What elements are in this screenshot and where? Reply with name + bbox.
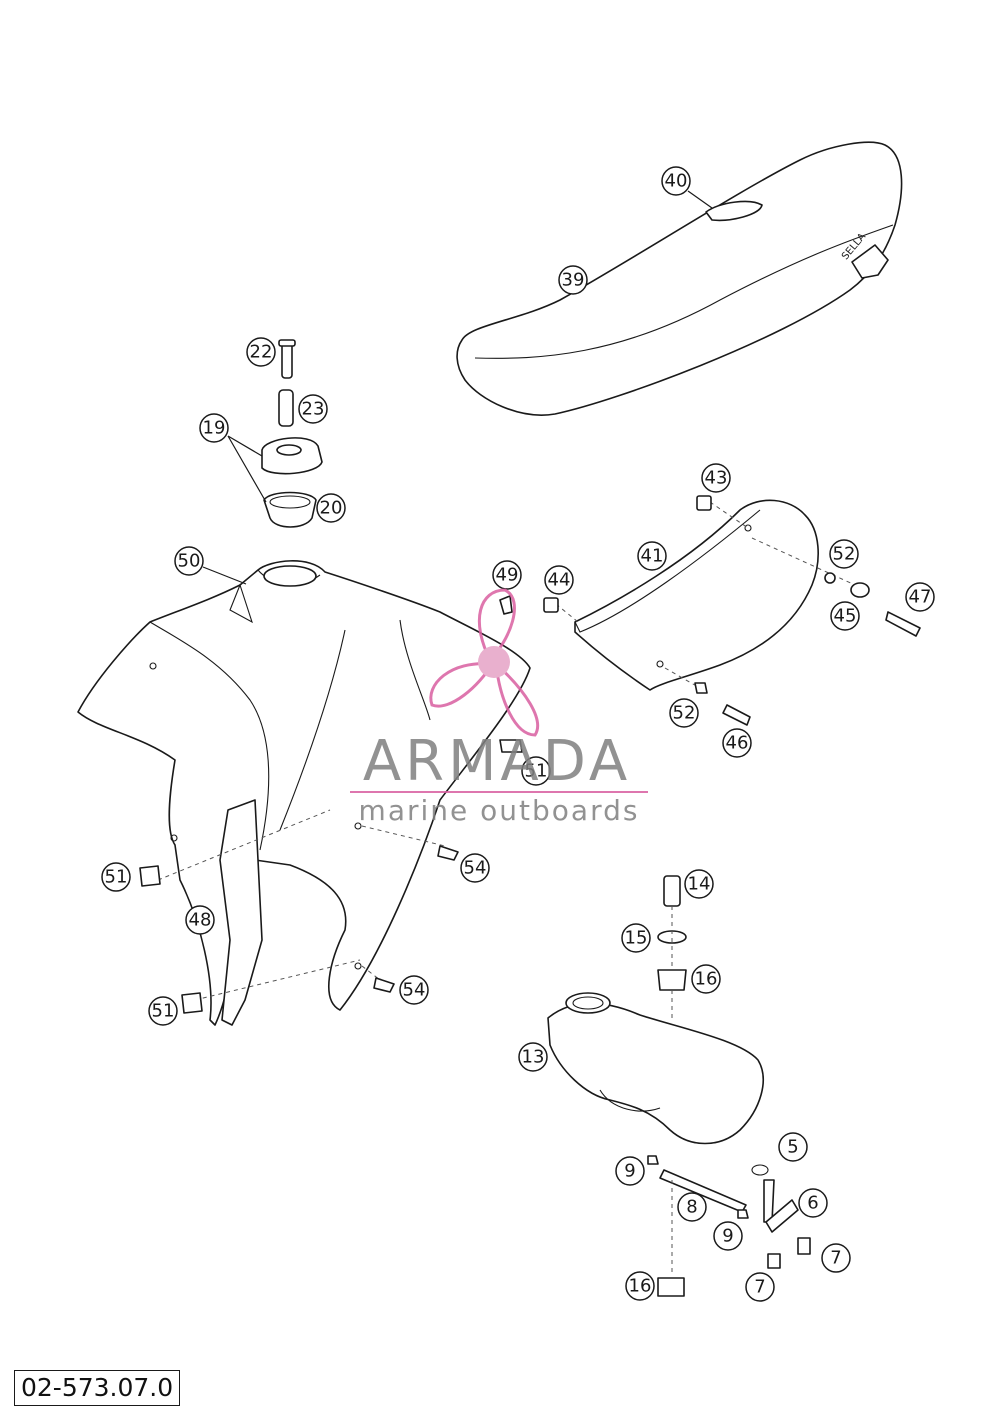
callout-23[interactable]: 23 [298, 394, 328, 424]
callout-13[interactable]: 13 [518, 1042, 548, 1072]
drawing-code-label: 02-573.07.0 [14, 1370, 181, 1406]
callout-47[interactable]: 47 [905, 582, 935, 612]
callout-9b[interactable]: 9 [713, 1221, 743, 1251]
fuel-cap-assembly [261, 339, 323, 528]
svg-text:44: 44 [548, 570, 571, 591]
callout-51b[interactable]: 51 [101, 862, 131, 892]
watermark-tagline: marine outboards [359, 794, 640, 827]
svg-text:46: 46 [726, 733, 749, 754]
svg-text:51: 51 [105, 867, 128, 888]
svg-text:15: 15 [625, 928, 648, 949]
callout-52a[interactable]: 52 [829, 539, 859, 569]
callout-20[interactable]: 20 [316, 493, 346, 523]
svg-text:13: 13 [522, 1047, 545, 1068]
part-callouts: 40 39 22 23 19 20 50 49 44 43 41 52 45 4… [101, 166, 935, 1302]
svg-text:14: 14 [688, 874, 711, 895]
svg-text:6: 6 [807, 1193, 818, 1214]
svg-text:49: 49 [496, 565, 519, 586]
svg-text:7: 7 [754, 1277, 765, 1298]
svg-text:54: 54 [464, 858, 487, 879]
svg-text:16: 16 [695, 969, 718, 990]
callout-43[interactable]: 43 [701, 463, 731, 493]
svg-text:23: 23 [302, 399, 325, 420]
fasteners [139, 595, 523, 1014]
callout-5[interactable]: 5 [778, 1132, 808, 1162]
svg-text:48: 48 [189, 910, 212, 931]
svg-text:5: 5 [787, 1137, 798, 1158]
callout-8[interactable]: 8 [677, 1192, 707, 1222]
callout-51c[interactable]: 51 [148, 996, 178, 1026]
svg-text:8: 8 [686, 1197, 697, 1218]
callout-44[interactable]: 44 [544, 565, 574, 595]
callout-40[interactable]: 40 [661, 166, 691, 196]
callout-39[interactable]: 39 [558, 265, 588, 295]
svg-text:45: 45 [834, 606, 857, 627]
callout-7b[interactable]: 7 [745, 1272, 775, 1302]
callout-50[interactable]: 50 [174, 546, 204, 576]
svg-text:52: 52 [673, 703, 696, 724]
watermark: ARMADA marine outboards [350, 588, 648, 827]
callout-19[interactable]: 19 [199, 413, 229, 443]
svg-text:19: 19 [203, 418, 226, 439]
propeller-logo-icon [429, 588, 540, 737]
callout-49[interactable]: 49 [492, 560, 522, 590]
svg-text:9: 9 [624, 1161, 635, 1182]
callout-15[interactable]: 15 [621, 923, 651, 953]
callout-14[interactable]: 14 [684, 869, 714, 899]
callout-54a[interactable]: 54 [460, 853, 490, 883]
svg-text:47: 47 [909, 587, 932, 608]
svg-text:7: 7 [830, 1248, 841, 1269]
watermark-brand: ARMADA [363, 729, 631, 794]
callout-22[interactable]: 22 [246, 337, 276, 367]
svg-text:51: 51 [152, 1001, 175, 1022]
svg-text:22: 22 [250, 342, 273, 363]
svg-text:50: 50 [178, 551, 201, 572]
callout-52b[interactable]: 52 [669, 698, 699, 728]
svg-text:43: 43 [705, 468, 728, 489]
svg-text:40: 40 [665, 171, 688, 192]
svg-text:20: 20 [320, 498, 343, 519]
svg-text:41: 41 [641, 546, 664, 567]
callout-9a[interactable]: 9 [615, 1156, 645, 1186]
callout-46[interactable]: 46 [722, 728, 752, 758]
fuel-tank [547, 875, 811, 1297]
callout-16b[interactable]: 16 [625, 1271, 655, 1301]
callout-48[interactable]: 48 [185, 905, 215, 935]
callout-7a[interactable]: 7 [821, 1243, 851, 1273]
callout-41[interactable]: 41 [637, 541, 667, 571]
callout-51a[interactable]: 51 [521, 756, 551, 786]
svg-text:9: 9 [722, 1226, 733, 1247]
svg-text:51: 51 [525, 761, 548, 782]
callout-6[interactable]: 6 [798, 1188, 828, 1218]
svg-text:52: 52 [833, 544, 856, 565]
callout-16a[interactable]: 16 [691, 964, 721, 994]
svg-text:54: 54 [403, 980, 426, 1001]
side-cover [543, 495, 921, 726]
svg-text:39: 39 [562, 270, 585, 291]
seat: SELLA [456, 141, 903, 416]
svg-text:16: 16 [629, 1276, 652, 1297]
callout-45[interactable]: 45 [830, 601, 860, 631]
callout-54b[interactable]: 54 [399, 975, 429, 1005]
